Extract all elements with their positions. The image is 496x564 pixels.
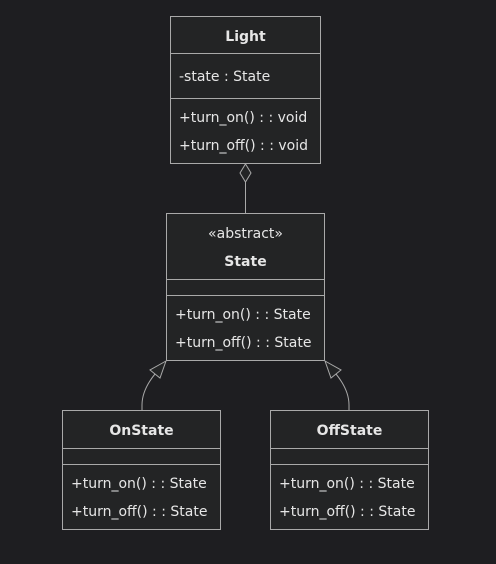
method-turn-off: +turn_off() : : State bbox=[279, 504, 416, 520]
class-offstate-methods: +turn_on() : : State +turn_off() : : Sta… bbox=[271, 464, 428, 531]
class-offstate-name: OffState bbox=[316, 423, 383, 439]
class-offstate-attributes bbox=[271, 448, 428, 464]
method-turn-off: +turn_off() : : State bbox=[71, 504, 208, 520]
class-onstate[interactable]: OnState +turn_on() : : State +turn_off()… bbox=[62, 410, 221, 530]
class-light[interactable]: Light -state : State +turn_on() : : void… bbox=[170, 16, 321, 164]
class-light-attributes: -state : State bbox=[171, 53, 320, 99]
class-state-methods: +turn_on() : : State +turn_off() : : Sta… bbox=[167, 295, 324, 362]
method-turn-on: +turn_on() : : void bbox=[179, 110, 308, 126]
class-state-stereotype: «abstract» bbox=[208, 226, 283, 242]
method-turn-off: +turn_off() : : State bbox=[175, 335, 312, 351]
class-state-name: State bbox=[224, 254, 267, 270]
class-light-name: Light bbox=[225, 29, 266, 45]
class-onstate-attributes bbox=[63, 448, 220, 464]
inheritance-line-onstate bbox=[141, 373, 156, 411]
method-turn-off: +turn_off() : : void bbox=[179, 138, 309, 154]
inheritance-line-offstate bbox=[335, 373, 350, 411]
class-onstate-name: OnState bbox=[109, 423, 174, 439]
class-offstate[interactable]: OffState +turn_on() : : State +turn_off(… bbox=[270, 410, 429, 530]
attribute-state: -state : State bbox=[179, 69, 271, 85]
class-onstate-methods: +turn_on() : : State +turn_off() : : Sta… bbox=[63, 464, 220, 531]
method-turn-on: +turn_on() : : State bbox=[71, 476, 207, 492]
class-state[interactable]: «abstract» State +turn_on() : : State +t… bbox=[166, 213, 325, 361]
class-state-attributes bbox=[167, 279, 324, 295]
aggregation-diamond bbox=[239, 163, 252, 183]
inheritance-arrow-offstate bbox=[324, 359, 342, 379]
class-light-methods: +turn_on() : : void +turn_off() : : void bbox=[171, 98, 320, 165]
method-turn-on: +turn_on() : : State bbox=[175, 307, 311, 323]
method-turn-on: +turn_on() : : State bbox=[279, 476, 415, 492]
inheritance-arrow-onstate bbox=[149, 359, 167, 379]
